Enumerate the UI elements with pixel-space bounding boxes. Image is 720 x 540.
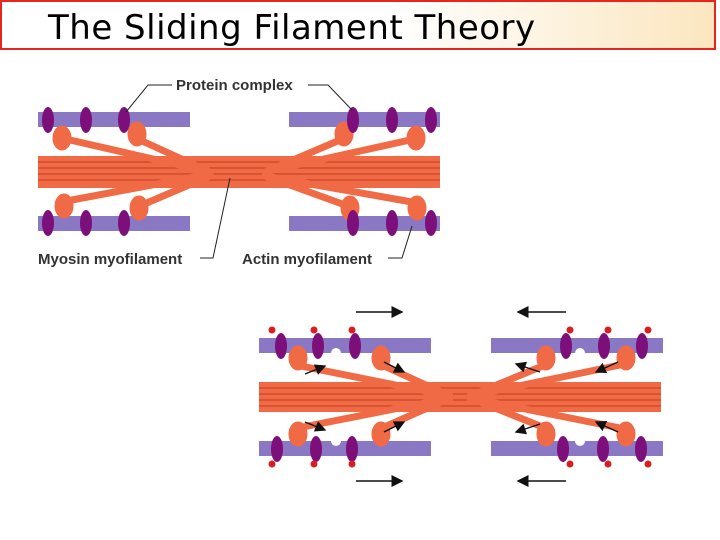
- actin-filament: [289, 216, 440, 231]
- leader-lines: [125, 84, 413, 259]
- slide-title: The Sliding Filament Theory: [48, 8, 536, 48]
- label-protein-complex: Protein complex: [176, 77, 293, 94]
- actin-filament: [38, 112, 190, 127]
- actin-filament: [38, 216, 190, 231]
- contracted-sarcomere: [259, 306, 663, 487]
- actin-filament: [491, 441, 663, 456]
- actin-filament: [259, 441, 431, 456]
- power-stroke-arrows: [304, 361, 619, 435]
- actin-filament: [289, 112, 440, 127]
- title-bar: The Sliding Filament Theory: [0, 0, 716, 50]
- label-myosin-myofilament: Myosin myofilament: [38, 251, 182, 268]
- binding-sites: [331, 348, 585, 446]
- relaxed-sarcomere: Protein complex Myosin myofilament Actin…: [38, 77, 440, 268]
- myosin-filament: [38, 156, 440, 188]
- myosin-filament: [259, 382, 661, 412]
- label-actin-myofilament: Actin myofilament: [242, 251, 372, 268]
- myosin-heads: [52, 121, 427, 221]
- sliding-direction-arrows: [356, 306, 566, 487]
- ion-dots: [268, 326, 652, 468]
